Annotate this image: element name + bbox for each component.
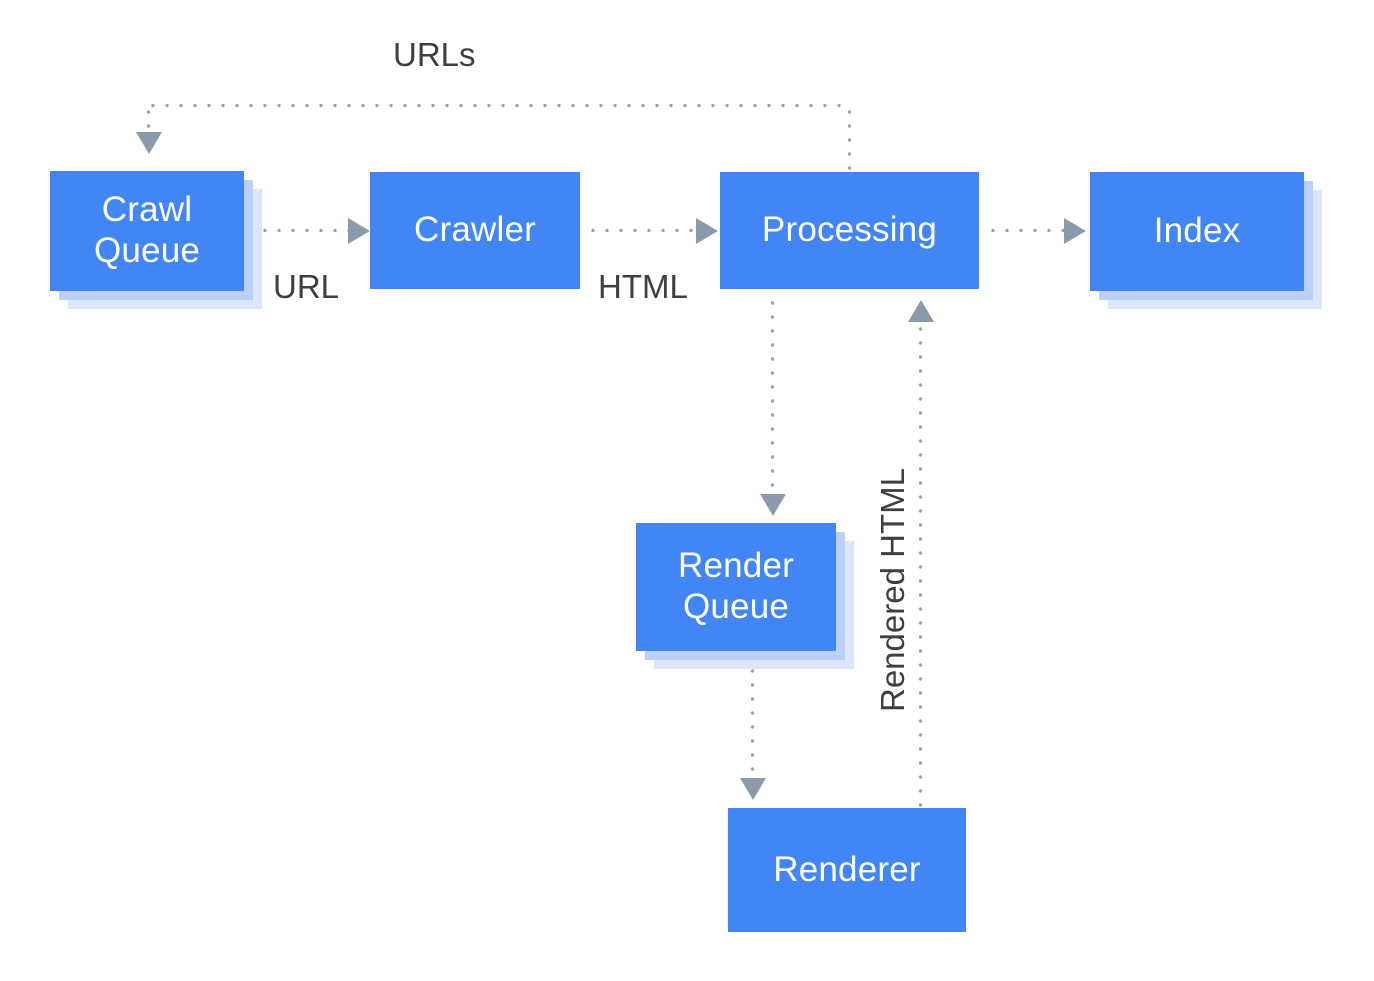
node-index[interactable]: Index [1090, 172, 1322, 309]
node-renderer-label: Renderer [773, 849, 921, 889]
edge-label-rendered-html: Rendered HTML [874, 468, 911, 712]
node-crawler-body[interactable]: Crawler [370, 172, 580, 289]
node-renderer-body[interactable]: Renderer [728, 808, 966, 932]
edge-rendered-html-arrowhead [908, 300, 934, 322]
node-processing-label: Processing [761, 210, 938, 250]
node-crawl-queue-label: Crawl Queue [93, 190, 201, 270]
node-processing[interactable]: Processing [720, 172, 979, 289]
node-index-body[interactable]: Index [1090, 172, 1304, 291]
node-render-queue-body[interactable]: Render Queue [636, 523, 836, 651]
node-renderer[interactable]: Renderer [728, 808, 966, 932]
edge-to-render-queue-line [770, 296, 775, 496]
edge-rendered-html-line [918, 322, 923, 808]
node-index-label: Index [1153, 211, 1241, 251]
edge-urls-segment-down [146, 105, 151, 133]
node-crawl-queue[interactable]: Crawl Queue [50, 171, 262, 309]
edge-to-render-queue-arrowhead [760, 494, 786, 516]
edge-to-renderer-line [750, 664, 755, 780]
edge-html-line [586, 228, 700, 233]
edge-label-url: URL [273, 268, 340, 305]
node-render-queue[interactable]: Render Queue [636, 523, 854, 669]
node-render-queue-label: Render Queue [678, 546, 794, 626]
edge-to-renderer-arrowhead [740, 778, 766, 800]
edge-to-index-line [986, 228, 1068, 233]
node-crawl-queue-body[interactable]: Crawl Queue [50, 171, 244, 291]
edge-label-html: HTML [598, 268, 688, 305]
edge-url-arrowhead [348, 218, 370, 244]
edge-urls-segment-left [146, 103, 851, 108]
edge-urls-segment-up [847, 105, 852, 175]
node-crawler[interactable]: Crawler [370, 172, 580, 289]
edge-to-index-arrowhead [1064, 218, 1086, 244]
edge-html-arrowhead [696, 218, 718, 244]
node-crawler-label: Crawler [414, 210, 536, 250]
edge-urls-arrowhead [136, 132, 162, 154]
node-processing-body[interactable]: Processing [720, 172, 979, 289]
edge-url-line [258, 228, 354, 233]
edge-label-urls: URLs [393, 36, 476, 73]
